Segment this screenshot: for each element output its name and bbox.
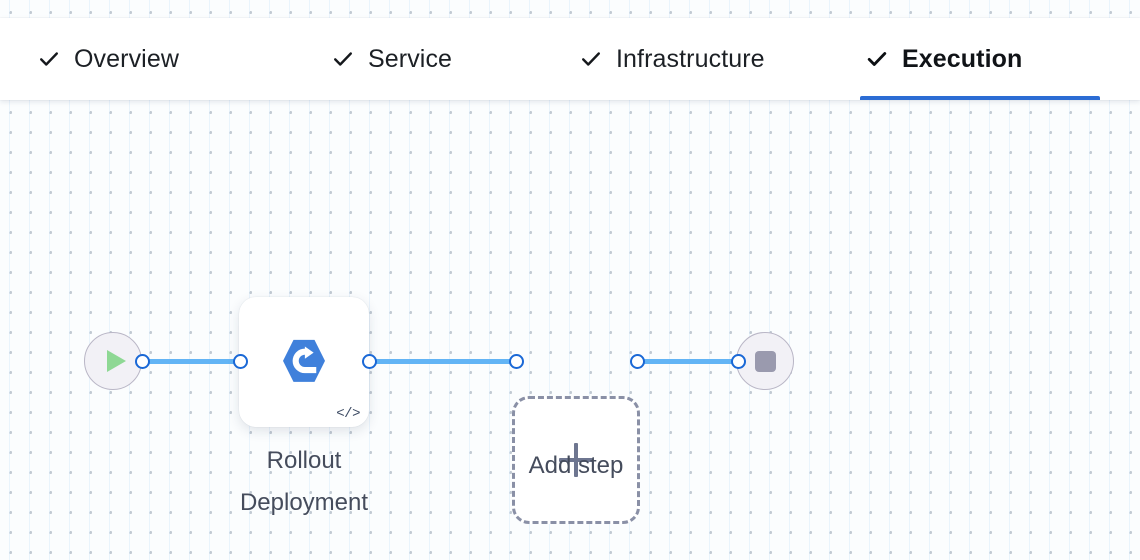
step-node-label: Rollout Deployment [239, 447, 369, 516]
port-step-output[interactable] [362, 354, 377, 369]
tab-service-label: Service [368, 44, 453, 73]
code-icon: </> [336, 406, 360, 422]
tab-execution-label: Execution [902, 44, 1023, 73]
wizard-tab-bar: Overview Service Infrastructure [0, 18, 1140, 100]
play-icon [106, 350, 126, 372]
tab-infrastructure-label: Infrastructure [616, 44, 765, 73]
tab-overview[interactable]: Overview [32, 18, 185, 100]
stop-icon [754, 350, 776, 372]
pipeline-graph: </> Rollout Deployment Add step [0, 100, 1140, 560]
add-step-node[interactable] [512, 396, 640, 524]
tab-service[interactable]: Service [326, 18, 458, 100]
port-add-step-input[interactable] [509, 354, 524, 369]
tab-list: Overview Service Infrastructure [0, 18, 1140, 100]
rollout-deployment-icon [276, 333, 332, 389]
check-icon [38, 48, 60, 70]
tab-overview-label: Overview [74, 44, 179, 73]
tab-infrastructure[interactable]: Infrastructure [574, 18, 771, 100]
check-icon [580, 48, 602, 70]
check-icon [332, 48, 354, 70]
port-end-input[interactable] [731, 354, 746, 369]
check-icon [866, 48, 888, 70]
tab-execution[interactable]: Execution [860, 18, 1100, 100]
port-add-step-output[interactable] [630, 354, 645, 369]
add-step-label: Add step [528, 452, 624, 479]
step-node-rollout-deployment[interactable]: </> [239, 297, 369, 427]
plus-icon [559, 443, 593, 477]
start-node[interactable] [84, 332, 142, 390]
port-start-output[interactable] [135, 354, 150, 369]
port-step-input[interactable] [233, 354, 248, 369]
